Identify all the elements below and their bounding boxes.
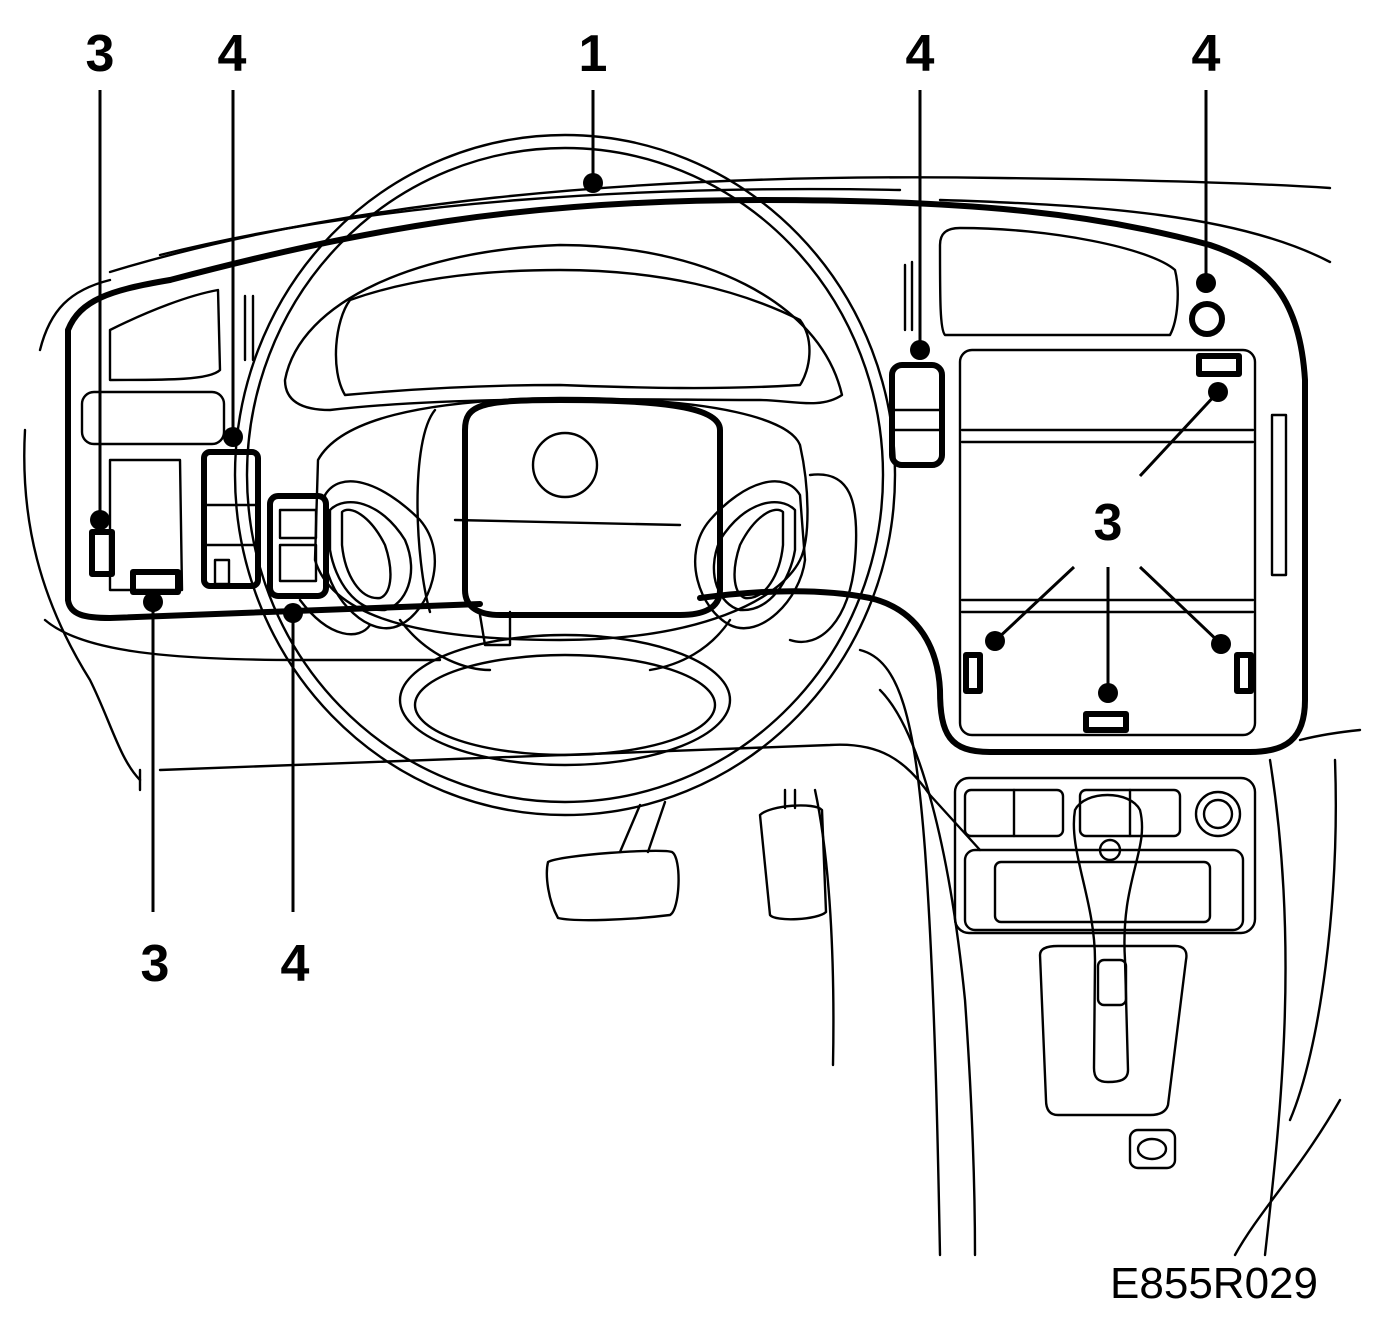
callout-4-bottom-left: 4 (281, 935, 310, 993)
leader-dot (1098, 683, 1118, 703)
leader-dot (90, 510, 110, 530)
leader-dot (985, 631, 1005, 651)
leader-dot (910, 340, 930, 360)
callout-4-top-center: 4 (906, 25, 935, 83)
callout-3-radio: 3 (1094, 494, 1123, 552)
leader-dot (1196, 273, 1216, 293)
leader-3-radio-right (1138, 565, 1223, 646)
leader-dot (1211, 634, 1231, 654)
dashboard-line-art (23, 133, 1362, 1257)
callout-4-top-left: 4 (218, 25, 247, 83)
leader-dot (283, 603, 303, 623)
leader-lines (90, 90, 1231, 912)
figure-code: E855R029 (1110, 1259, 1318, 1308)
callout-4-top-right: 4 (1192, 25, 1221, 83)
callout-3-top-left: 3 (86, 25, 115, 83)
leader-dot (143, 592, 163, 612)
leader-3-radio-top (1138, 390, 1220, 478)
leader-dot (1208, 382, 1228, 402)
callout-3-bottom-left: 3 (141, 935, 170, 993)
callout-1: 1 (579, 25, 608, 83)
leader-3-radio-left (993, 565, 1076, 643)
leader-dot (223, 427, 243, 447)
callout-labels: 3 4 1 4 4 3 3 4 (86, 25, 1221, 993)
leader-dot (583, 173, 603, 193)
